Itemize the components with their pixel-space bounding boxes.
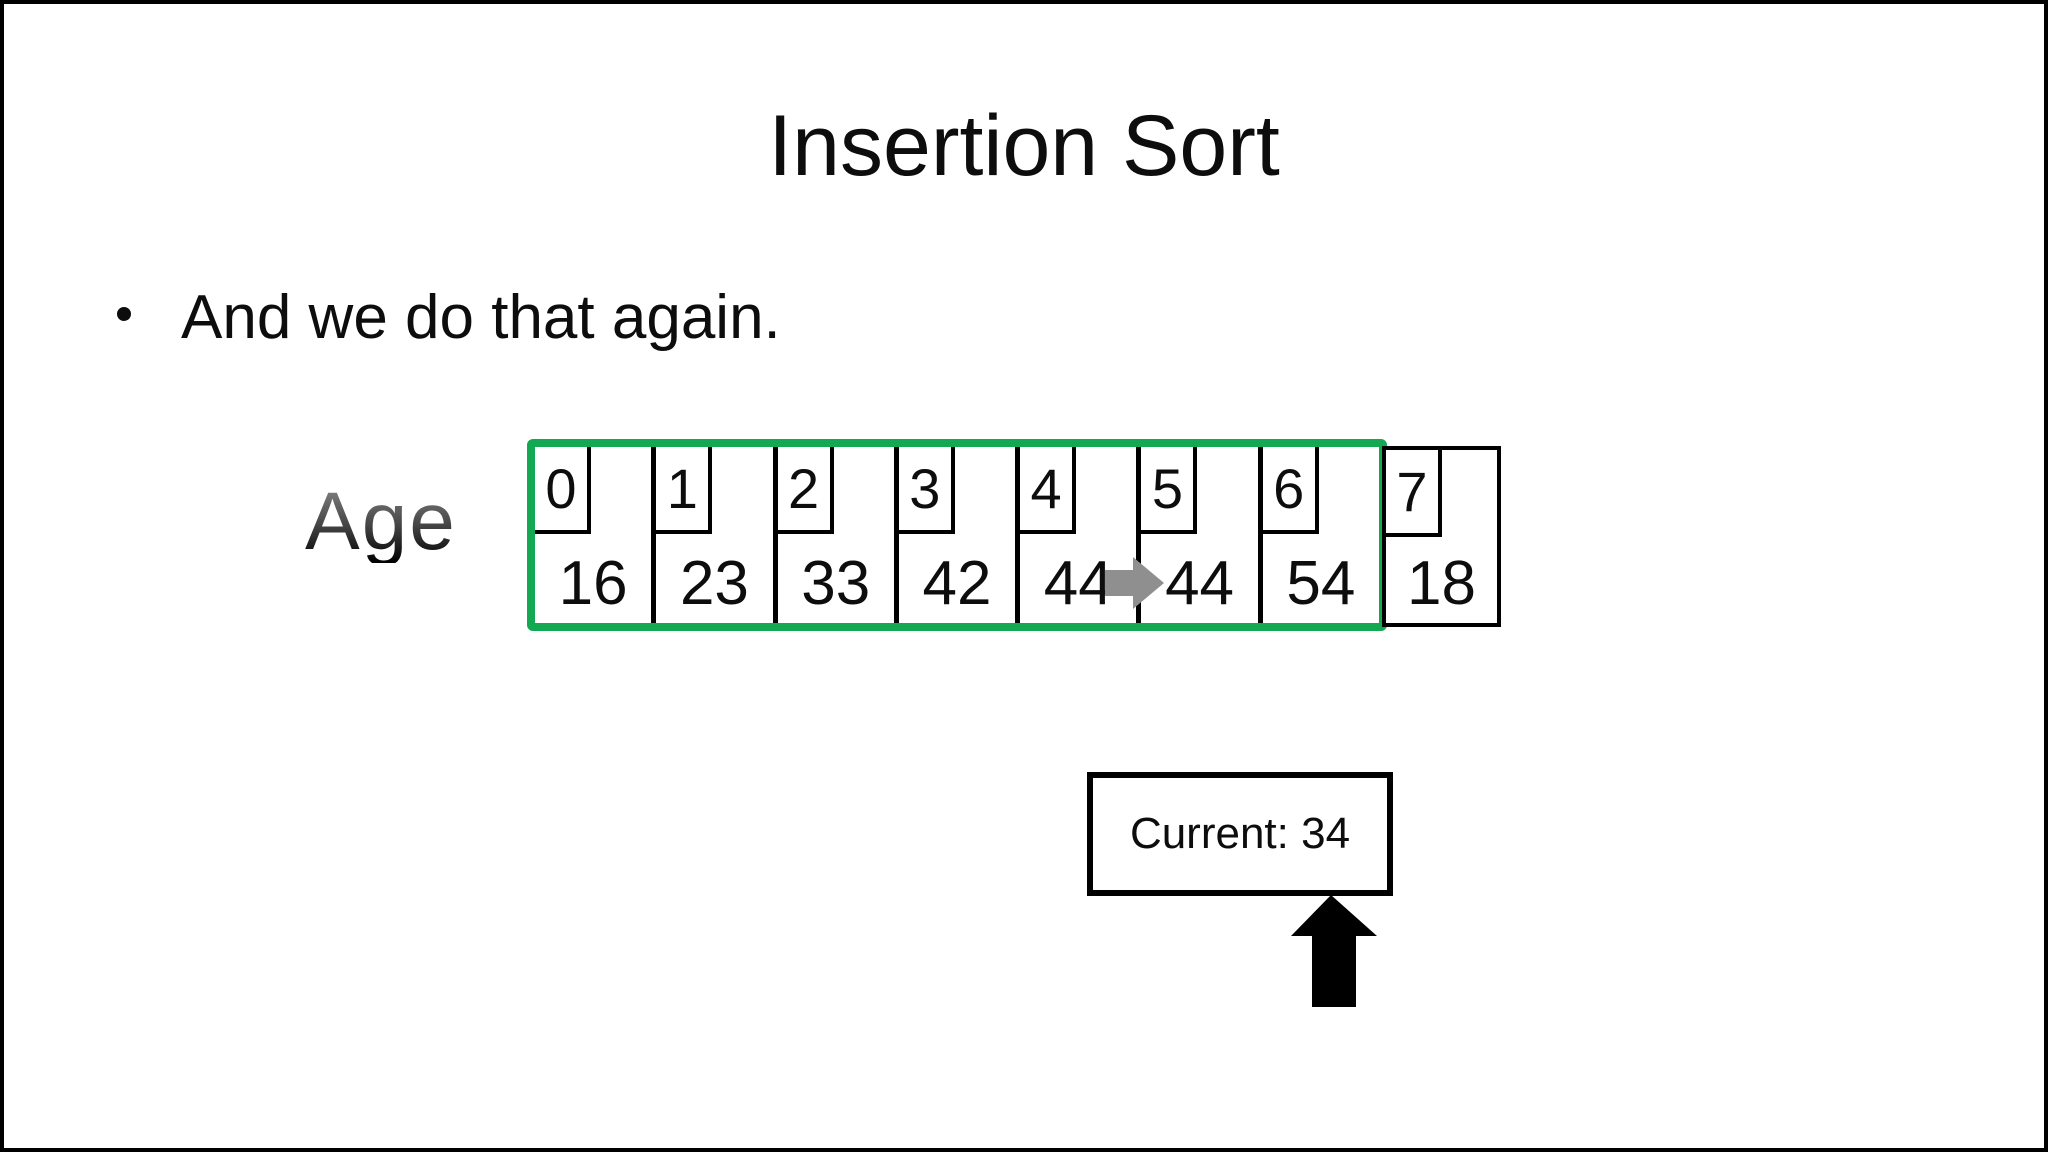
cell-index: 1 <box>666 457 698 520</box>
current-pointer-up-arrow-icon <box>1291 895 1377 1007</box>
shift-right-arrow-icon <box>1105 557 1164 609</box>
array-sorted-region: 0 16 1 23 2 33 3 42 4 44 5 44 6 54 <box>527 439 1387 631</box>
array-label: Age <box>305 476 457 567</box>
bullet-text: And we do that again. <box>181 283 781 352</box>
array-cell-6: 6 54 <box>1257 447 1379 623</box>
cell-index: 0 <box>545 457 577 520</box>
cell-value: 42 <box>922 549 992 618</box>
cell-index-badge: 5 <box>1141 447 1198 534</box>
cell-value: 16 <box>558 549 628 618</box>
array-cell-7: 7 18 <box>1382 446 1501 627</box>
array-cell-4: 4 44 <box>1015 447 1136 623</box>
cell-index: 6 <box>1273 457 1305 520</box>
current-value-text: Current: 34 <box>1129 809 1351 858</box>
slide-title: Insertion Sort <box>768 98 1280 194</box>
cell-index: 2 <box>787 457 820 520</box>
current-value-box: Current: 34 <box>1087 772 1393 896</box>
array-cell-5: 5 44 <box>1136 447 1257 623</box>
cell-index-badge: 6 <box>1262 447 1319 534</box>
current-pointer-up-arrow-shape <box>1291 895 1377 1007</box>
shift-right-arrow-shape <box>1105 557 1164 609</box>
cell-value: 33 <box>801 549 871 618</box>
cell-index-badge: 7 <box>1386 450 1442 537</box>
array-cell-0: 0 16 <box>535 447 651 623</box>
cell-index: 4 <box>1030 457 1062 520</box>
cell-value: 44 <box>1165 549 1235 618</box>
array-cell-3: 3 42 <box>893 447 1015 623</box>
cell-index-badge: 1 <box>656 447 713 534</box>
array-cell-2: 2 33 <box>772 447 894 623</box>
cell-value: 18 <box>1407 549 1476 618</box>
cell-value: 54 <box>1286 549 1356 618</box>
cell-index: 5 <box>1151 457 1183 520</box>
cell-index-badge: 2 <box>777 447 834 534</box>
bullet-point-icon <box>117 307 131 321</box>
cell-value: 23 <box>679 549 749 618</box>
array-cell-1: 1 23 <box>651 447 772 623</box>
cell-index: 7 <box>1396 460 1428 523</box>
cell-index: 3 <box>909 457 941 520</box>
cell-index-badge: 3 <box>898 447 955 534</box>
cell-index-badge: 0 <box>535 447 591 534</box>
cell-value: 44 <box>1043 549 1113 618</box>
cell-index-badge: 4 <box>1020 447 1077 534</box>
